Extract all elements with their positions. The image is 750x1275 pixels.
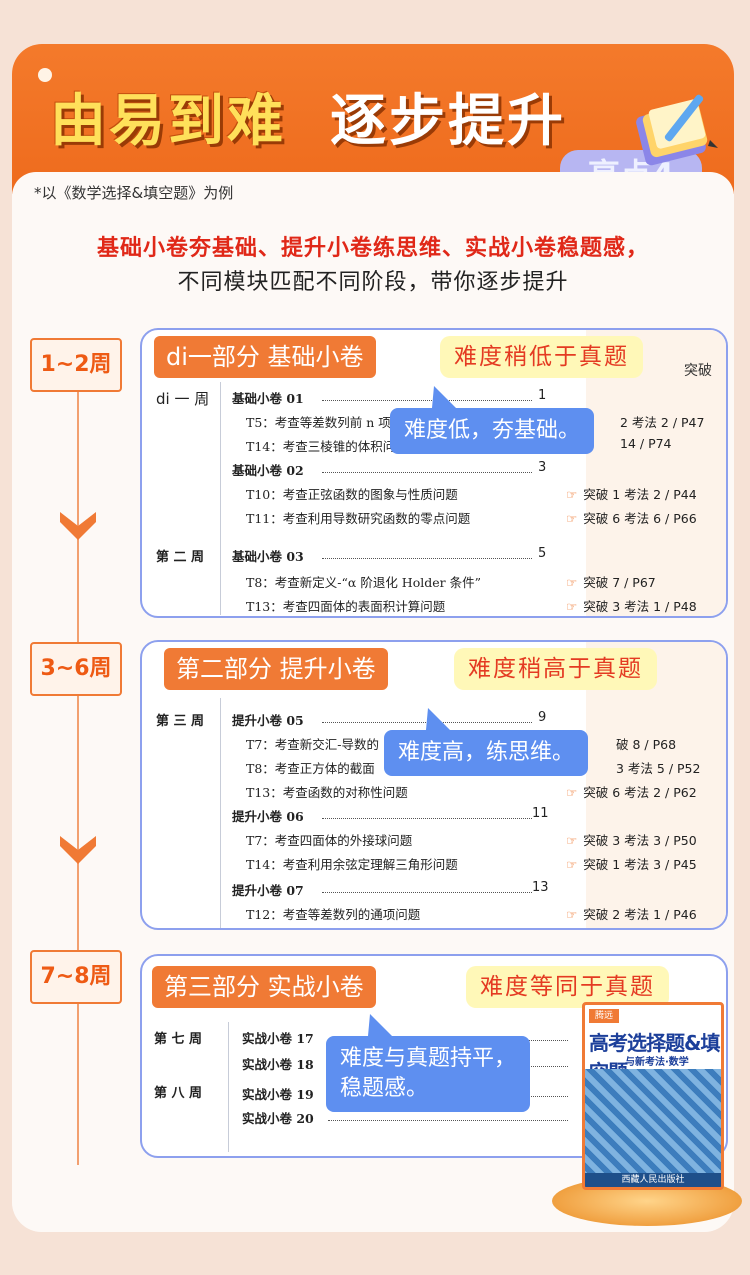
reference: ☞突破 3 考法 3 / P50 — [566, 833, 697, 848]
week-label: 第 七 周 — [154, 1032, 203, 1047]
paper-label: 提升小卷 05 — [232, 713, 304, 728]
question-row: T13：考查四面体的表面积计算问题 — [246, 599, 446, 614]
difficulty-tag: 难度稍低于真题 — [440, 336, 643, 378]
book-publisher: 西藏人民出版社 — [585, 1173, 721, 1187]
pointing-hand-icon: ☞ — [566, 487, 578, 502]
difficulty-tag: 难度稍高于真题 — [454, 648, 657, 690]
book-brand: 腾远 — [589, 1009, 619, 1023]
title-left: 由易到难 — [50, 89, 286, 154]
question-row: T10：考查正弦函数的图象与性质问题 — [246, 487, 458, 502]
pointing-hand-icon: ☞ — [566, 833, 578, 848]
question-row: T14：考查利用余弦定理解三角形问题 — [246, 857, 458, 872]
page-number: 1 — [538, 388, 547, 403]
divider-line — [228, 1022, 229, 1152]
section-title: 第三部分 实战小卷 — [152, 966, 376, 1008]
chevron-down-icon — [60, 512, 96, 540]
pointing-hand-icon: ☞ — [566, 907, 578, 922]
title-right: 逐步提升 — [330, 89, 566, 154]
reference: 破 8 / P68 — [616, 737, 677, 752]
paper-label: 实战小卷 17 — [242, 1031, 314, 1046]
week-tag-2: 3~6周 — [30, 642, 122, 696]
question-row: T13：考查函数的对称性问题 — [246, 785, 408, 800]
question-row: T11：考查利用导数研究函数的零点问题 — [246, 511, 471, 526]
page-number: 11 — [532, 806, 549, 821]
example-note: *以《数学选择&填空题》为例 — [34, 184, 234, 202]
reference: 3 考法 5 / P52 — [616, 761, 701, 776]
leader-dots — [322, 818, 532, 819]
page-number: 13 — [532, 880, 549, 895]
paper-label: 基础小卷 03 — [232, 549, 304, 564]
reference: ☞突破 2 考法 1 / P46 — [566, 907, 697, 922]
question-row: T7：考查四面体的外接球问题 — [246, 833, 413, 848]
subtitle-line2: 不同模块匹配不同阶段，带你逐步提升 — [177, 270, 569, 295]
page-number: 5 — [538, 546, 547, 561]
paper-label: 实战小卷 20 — [242, 1111, 314, 1126]
divider-line — [220, 698, 221, 928]
difficulty-tag: 难度等同于真题 — [466, 966, 669, 1008]
pointing-hand-icon: ☞ — [566, 857, 578, 872]
maze-illustration — [585, 1069, 721, 1179]
reference: 2 考法 2 / P47 — [620, 415, 705, 430]
reference: ☞突破 3 考法 1 / P48 — [566, 599, 697, 614]
question-row: T12：考查等差数列的通项问题 — [246, 907, 421, 922]
section-title: 第二部分 提升小卷 — [164, 648, 388, 690]
reference: ☞突破 6 考法 6 / P66 — [566, 511, 697, 526]
callout-line2: 稳题感。 — [340, 1076, 429, 1101]
paper-label: 实战小卷 18 — [242, 1057, 314, 1072]
section-title: di一部分 基础小卷 — [154, 336, 376, 378]
corner-label: 突破 — [684, 363, 712, 379]
paper-label: 提升小卷 07 — [232, 883, 304, 898]
page-number: 9 — [538, 710, 547, 725]
pointing-hand-icon: ☞ — [566, 599, 578, 614]
paper-label: 提升小卷 06 — [232, 809, 304, 824]
question-row: T8：考查新定义-“α 阶退化 Holder 条件” — [246, 575, 481, 590]
reference: ☞突破 1 考法 3 / P45 — [566, 857, 697, 872]
decor-dot — [38, 68, 52, 82]
chevron-down-icon — [60, 836, 96, 864]
paper-label: 基础小卷 02 — [232, 463, 304, 478]
paper-label: 实战小卷 19 — [242, 1087, 314, 1102]
week-label: 第 八 周 — [154, 1086, 203, 1101]
callout-bubble: 难度高，练思维。 — [384, 730, 589, 776]
header-banner: 由易到难 逐步提升 — [12, 44, 734, 194]
week-tag-3: 7~8周 — [30, 950, 122, 1004]
leader-dots — [322, 400, 532, 401]
divider-line — [220, 380, 221, 615]
pointing-hand-icon: ☞ — [566, 575, 578, 590]
callout-bubble: 难度低，夯基础。 — [390, 408, 595, 454]
book-cover-image: 腾远 高考选择题&填空题 与新考法·数学 西藏人民出版社 — [582, 1002, 724, 1190]
reference: ☞突破 7 / P67 — [566, 575, 656, 590]
timeline-line — [77, 390, 79, 1165]
leader-dots — [328, 1120, 568, 1121]
reference: ☞突破 6 考法 2 / P62 — [566, 785, 697, 800]
week-label: 第 三 周 — [156, 714, 205, 729]
callout-line1: 难度与真题持平， — [340, 1046, 517, 1071]
leader-dots — [322, 472, 532, 473]
notebook-pen-icon — [636, 94, 718, 166]
question-row: T8：考查正方体的截面 — [246, 761, 375, 776]
reference: ☞突破 1 考法 2 / P44 — [566, 487, 697, 502]
question-row: T7：考查新交汇-导数的 — [246, 737, 380, 752]
leader-dots — [322, 558, 532, 559]
book-subtitle: 与新考法·数学 — [625, 1057, 689, 1068]
callout-bubble: 难度与真题持平， 稳题感。 — [326, 1036, 531, 1112]
question-row: T14：考查三棱锥的体积问 — [246, 439, 396, 454]
paper-label: 基础小卷 01 — [232, 391, 304, 406]
subtitle-line1: 基础小卷夯基础、提升小卷练思维、实战小卷稳题感， — [96, 236, 649, 261]
week-label: 第 二 周 — [156, 550, 205, 565]
week-label: di 一 周 — [156, 390, 210, 408]
pointing-hand-icon: ☞ — [566, 511, 578, 526]
leader-dots — [322, 892, 532, 893]
page-number: 3 — [538, 460, 547, 475]
question-row: T5：考查等差数列前 n 项 — [246, 415, 391, 430]
week-tag-1: 1~2周 — [30, 338, 122, 392]
pointing-hand-icon: ☞ — [566, 785, 578, 800]
reference: 14 / P74 — [620, 436, 672, 451]
